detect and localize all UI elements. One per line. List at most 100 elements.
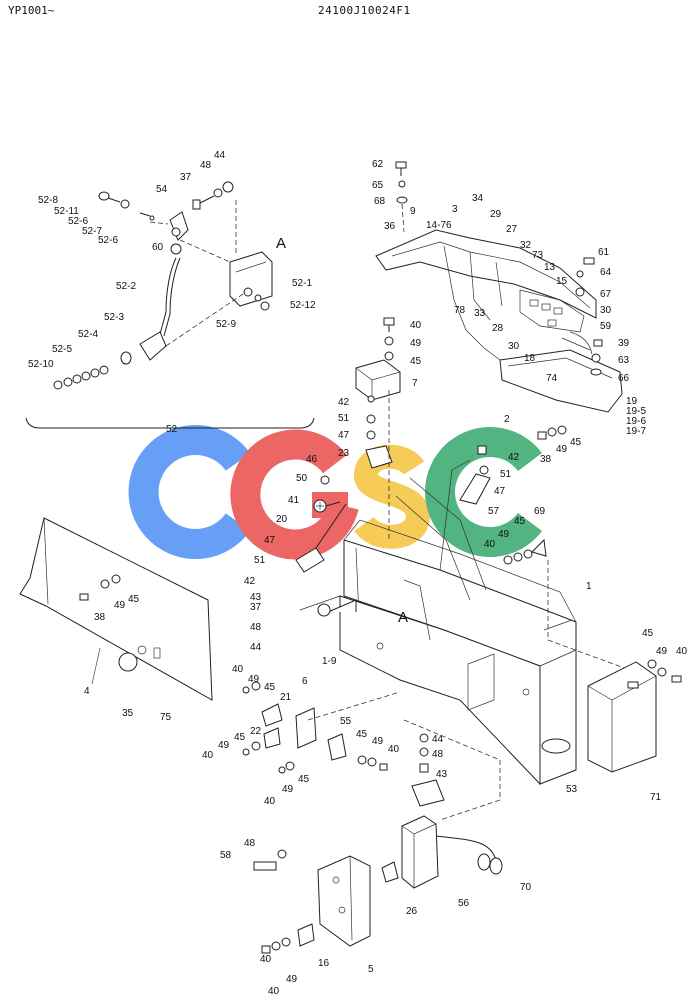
part-label: 44	[214, 150, 226, 161]
watermark-letter-c-blue	[128, 425, 251, 559]
part-label: 44	[250, 642, 262, 653]
part-label: 49	[248, 674, 260, 685]
part-label: 48	[432, 749, 444, 760]
part-label: 14-76	[426, 220, 452, 231]
part-label: 49	[656, 646, 668, 657]
part-label: 40	[676, 646, 688, 657]
main-frame	[299, 459, 631, 786]
part-label: 52-3	[104, 312, 124, 323]
part-label: 21	[280, 692, 292, 703]
watermark-letter-s-yellow	[354, 444, 431, 549]
part-label: 40	[232, 664, 244, 675]
part-label: 49	[498, 529, 510, 540]
part-label: 68	[374, 196, 386, 207]
part-label: 32	[520, 240, 532, 251]
part-label: 52-2	[116, 281, 136, 292]
part-label: 78	[454, 305, 466, 316]
part-label: 45	[642, 628, 654, 639]
part-label: 38	[94, 612, 106, 623]
part-label: 40	[264, 796, 276, 807]
part-label: 44	[432, 734, 444, 745]
part-label: 41	[288, 495, 300, 506]
part-label: 42	[508, 452, 520, 463]
part-label: 19-7	[626, 426, 646, 437]
part-label: 52-4	[78, 329, 98, 340]
part-label: 51	[254, 555, 266, 566]
part-label: 45	[356, 729, 368, 740]
part-label: 1-9	[322, 656, 337, 667]
part-label: 45	[234, 732, 246, 743]
part-label: 49	[410, 338, 422, 349]
part-label: 50	[296, 473, 308, 484]
part-label: 52-8	[38, 195, 58, 206]
part-label: 74	[546, 373, 558, 384]
watermark-letter-c-green	[425, 427, 542, 557]
console-cover-assembly	[375, 161, 623, 413]
part-label: 56	[458, 898, 470, 909]
part-label: 52-1	[292, 278, 312, 289]
part-label: 46	[306, 454, 318, 465]
part-label: 40	[410, 320, 422, 331]
part-label: 66	[618, 373, 630, 384]
part-label: 2	[504, 414, 510, 425]
part-label: 52-5	[52, 344, 72, 355]
part-label: 23	[338, 448, 350, 459]
part-label: 15	[556, 276, 568, 287]
part-label: A	[276, 235, 286, 252]
part-label: 3	[452, 204, 458, 215]
part-label: 69	[534, 506, 546, 517]
side-bracket	[459, 425, 567, 565]
part-label: 39	[618, 338, 630, 349]
part-label: 49	[282, 784, 294, 795]
part-label: 55	[340, 716, 352, 727]
part-label: 37	[180, 172, 192, 183]
part-label: 52-9	[216, 319, 236, 330]
part-label: 59	[600, 321, 612, 332]
part-label: 45	[128, 594, 140, 605]
part-label: 43	[250, 592, 262, 603]
part-label: 19-6	[626, 416, 646, 427]
part-label: 28	[492, 323, 504, 334]
part-label: 52	[166, 424, 178, 435]
part-label: 45	[570, 437, 582, 448]
part-label: 5	[368, 964, 374, 975]
part-label: 30	[600, 305, 612, 316]
part-label: 65	[372, 180, 384, 191]
bottom-mount	[253, 815, 503, 954]
control-lever-assembly	[25, 181, 315, 429]
part-label: 58	[220, 850, 232, 861]
part-label: 7	[412, 378, 418, 389]
part-label: 35	[122, 708, 134, 719]
part-label: 51	[338, 413, 350, 424]
part-label: 38	[540, 454, 552, 465]
part-label: 49	[286, 974, 298, 985]
part-label: 6	[302, 676, 308, 687]
part-label: 47	[338, 430, 350, 441]
part-label: 16	[318, 958, 330, 969]
part-label: 40	[202, 750, 214, 761]
part-label: 49	[114, 600, 126, 611]
part-label: 42	[338, 397, 350, 408]
part-number-labels: 44 48 37 54 52-8 52-11 52-6 52-7 52-6 60…	[28, 150, 688, 997]
part-label: 37	[250, 602, 262, 613]
part-label: A	[398, 609, 408, 626]
model-code: YP1001~	[8, 4, 55, 17]
lower-brackets	[242, 681, 401, 774]
part-label: 30	[508, 341, 520, 352]
part-label: 40	[260, 954, 272, 965]
part-label: 27	[506, 224, 518, 235]
part-label: 64	[600, 267, 612, 278]
part-label: 52-11	[54, 206, 79, 217]
part-label: 45	[514, 516, 526, 527]
relay-and-box	[403, 659, 682, 821]
part-label: 13	[544, 262, 556, 273]
part-label: 73	[532, 250, 544, 261]
part-label: 40	[268, 986, 280, 997]
part-label: 45	[410, 356, 422, 367]
part-label: 1	[586, 581, 592, 592]
part-label: 52-6	[68, 216, 88, 227]
part-label: 52-6	[98, 235, 118, 246]
part-label: 49	[372, 736, 384, 747]
part-label: 43	[436, 769, 448, 780]
